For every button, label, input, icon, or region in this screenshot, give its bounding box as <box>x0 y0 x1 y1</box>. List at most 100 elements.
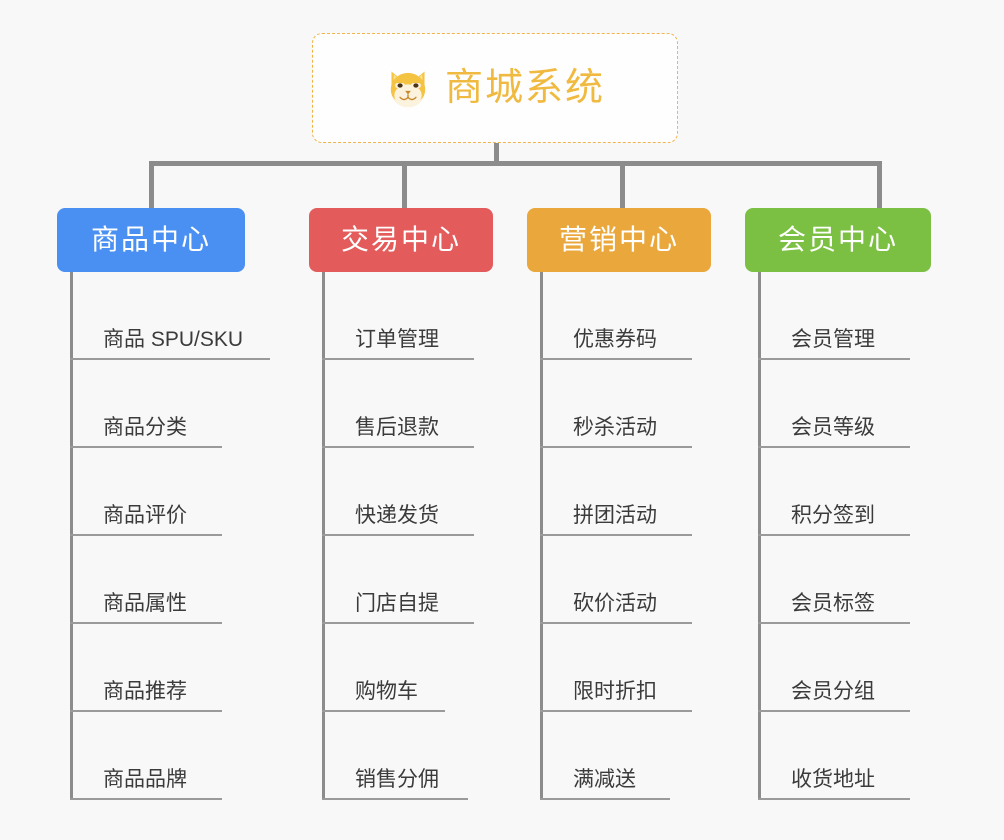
leaf-item-label: 商品评价 <box>103 504 187 527</box>
leaf-item[interactable]: 商品品牌 <box>57 712 245 800</box>
leaf-item[interactable]: 会员标签 <box>745 536 931 624</box>
leaf-item[interactable]: 售后退款 <box>309 360 493 448</box>
leaf-item-label: 会员管理 <box>791 328 875 351</box>
leaf-item-rule <box>322 710 445 712</box>
leaf-item-label: 会员标签 <box>791 592 875 615</box>
leaf-item-rule <box>540 534 692 536</box>
leaf-item[interactable]: 会员分组 <box>745 624 931 712</box>
leaf-item-rule <box>540 710 692 712</box>
branch-spine <box>540 272 543 800</box>
leaf-item-label: 商品推荐 <box>103 680 187 703</box>
leaf-item[interactable]: 会员等级 <box>745 360 931 448</box>
leaf-item-rule <box>540 446 692 448</box>
leaf-item-label: 商品品牌 <box>103 768 187 791</box>
connector-drop-3 <box>620 161 625 208</box>
leaf-item-label: 会员等级 <box>791 416 875 439</box>
leaf-item[interactable]: 满减送 <box>527 712 711 800</box>
leaf-item-rule <box>70 446 222 448</box>
leaf-item-label: 拼团活动 <box>573 504 657 527</box>
leaf-item-rule <box>322 446 474 448</box>
leaf-item-rule <box>322 622 474 624</box>
branch-product-center: 商品 SPU/SKU 商品分类商品评价商品属性商品推荐商品品牌 <box>57 272 270 800</box>
leaf-item[interactable]: 优惠券码 <box>527 272 711 360</box>
leaf-item-rule <box>540 798 670 800</box>
leaf-item-label: 购物车 <box>355 680 418 703</box>
leaf-item-label: 商品分类 <box>103 416 187 439</box>
leaf-item-rule <box>758 622 910 624</box>
leaf-item[interactable]: 商品属性 <box>57 536 245 624</box>
shiba-dog-icon <box>390 71 426 108</box>
column-marketing-center: 营销中心优惠券码秒杀活动拼团活动砍价活动限时折扣满减送 <box>527 208 711 800</box>
leaf-item-rule <box>70 534 222 536</box>
leaf-item-rule <box>70 358 270 360</box>
leaf-item[interactable]: 销售分佣 <box>309 712 493 800</box>
leaf-item-rule <box>322 534 474 536</box>
branch-spine <box>322 272 325 800</box>
leaf-item-label: 销售分佣 <box>355 768 439 791</box>
branch-spine <box>70 272 73 800</box>
leaf-item-label: 售后退款 <box>355 416 439 439</box>
leaf-item[interactable]: 门店自提 <box>309 536 493 624</box>
branch-marketing-center: 优惠券码秒杀活动拼团活动砍价活动限时折扣满减送 <box>527 272 711 800</box>
leaf-item[interactable]: 商品推荐 <box>57 624 245 712</box>
leaf-item[interactable]: 秒杀活动 <box>527 360 711 448</box>
leaf-item-label: 优惠券码 <box>573 328 657 351</box>
leaf-item[interactable]: 限时折扣 <box>527 624 711 712</box>
category-header-label: 营销中心 <box>558 224 679 255</box>
connector-drop-4 <box>877 161 882 208</box>
leaf-item-label: 会员分组 <box>791 680 875 703</box>
leaf-item-rule <box>70 798 222 800</box>
leaf-item-rule <box>758 710 910 712</box>
category-header-trade-center[interactable]: 交易中心 <box>309 208 493 272</box>
leaf-item[interactable]: 会员管理 <box>745 272 931 360</box>
leaf-item[interactable]: 商品评价 <box>57 448 245 536</box>
leaf-item-rule <box>70 622 222 624</box>
leaf-item-rule <box>540 622 692 624</box>
category-header-member-center[interactable]: 会员中心 <box>745 208 931 272</box>
leaf-item-rule <box>758 358 910 360</box>
connector-bus <box>149 161 882 166</box>
leaf-item-rule <box>322 358 474 360</box>
leaf-item[interactable]: 快递发货 <box>309 448 493 536</box>
leaf-item-label: 收货地址 <box>791 768 875 791</box>
category-header-product-center[interactable]: 商品中心 <box>57 208 245 272</box>
leaf-item[interactable]: 订单管理 <box>309 272 493 360</box>
leaf-item[interactable]: 积分签到 <box>745 448 931 536</box>
leaf-item-label: 订单管理 <box>355 328 439 351</box>
category-header-label: 交易中心 <box>340 224 461 255</box>
category-header-label: 商品中心 <box>90 224 211 255</box>
category-header-marketing-center[interactable]: 营销中心 <box>527 208 711 272</box>
leaf-item-label: 积分签到 <box>791 504 875 527</box>
leaf-item-rule <box>758 798 910 800</box>
leaf-item[interactable]: 收货地址 <box>745 712 931 800</box>
leaf-item-label: 商品 SPU/SKU <box>103 328 244 351</box>
leaf-item-label: 快递发货 <box>355 504 439 527</box>
leaf-item-label: 满减送 <box>573 768 636 791</box>
root-title: 商城系统 <box>444 67 605 109</box>
root-node-mall-system[interactable]: 商城系统 <box>312 33 678 143</box>
leaf-item[interactable]: 商品分类 <box>57 360 245 448</box>
leaf-item-rule <box>70 710 222 712</box>
leaf-item-label: 门店自提 <box>355 592 439 615</box>
connector-drop-2 <box>402 161 407 208</box>
branch-spine <box>758 272 761 800</box>
leaf-item-rule <box>540 358 692 360</box>
leaf-item-label: 砍价活动 <box>573 592 657 615</box>
leaf-item[interactable]: 砍价活动 <box>527 536 711 624</box>
leaf-item-rule <box>758 534 910 536</box>
leaf-item-label: 限时折扣 <box>573 680 657 703</box>
branch-member-center: 会员管理会员等级积分签到会员标签会员分组收货地址 <box>745 272 931 800</box>
column-product-center: 商品中心商品 SPU/SKU 商品分类商品评价商品属性商品推荐商品品牌 <box>57 208 270 800</box>
leaf-item[interactable]: 拼团活动 <box>527 448 711 536</box>
column-member-center: 会员中心会员管理会员等级积分签到会员标签会员分组收货地址 <box>745 208 931 800</box>
leaf-item-label: 商品属性 <box>103 592 187 615</box>
branch-trade-center: 订单管理售后退款快递发货门店自提购物车销售分佣 <box>309 272 493 800</box>
leaf-item-label: 秒杀活动 <box>573 416 657 439</box>
leaf-item[interactable]: 商品 SPU/SKU <box>57 272 270 360</box>
connector-drop-1 <box>149 161 154 208</box>
category-header-label: 会员中心 <box>777 224 898 255</box>
column-trade-center: 交易中心订单管理售后退款快递发货门店自提购物车销售分佣 <box>309 208 493 800</box>
connector-trunk <box>494 143 499 165</box>
leaf-item[interactable]: 购物车 <box>309 624 493 712</box>
